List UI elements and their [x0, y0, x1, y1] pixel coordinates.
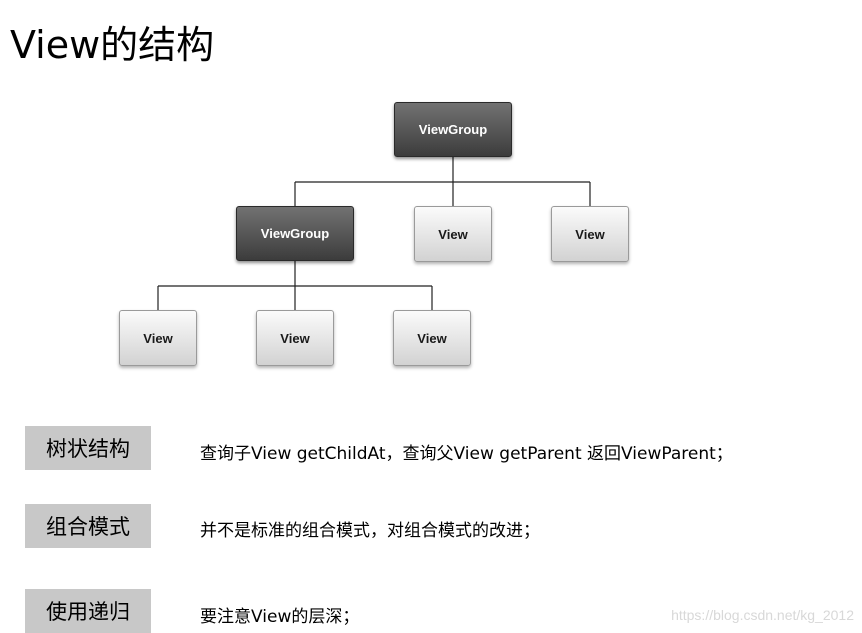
composite-pattern-description: 并不是标准的组合模式，对组合模式的改进； — [200, 521, 540, 541]
page-title: View的结构 — [10, 23, 215, 67]
tree-structure-description: 查询子View getChildAt，查询父View getParent 返回V… — [200, 444, 733, 464]
recursion-description: 要注意View的层深； — [200, 607, 360, 627]
tree-structure-label: 树状结构 — [25, 426, 151, 470]
composite-pattern-label: 组合模式 — [25, 504, 151, 548]
child-view-node: View — [551, 206, 629, 262]
watermark: https://blog.csdn.net/kg_2012 — [671, 607, 854, 623]
child-view-node: View — [414, 206, 492, 262]
recursion-label: 使用递归 — [25, 589, 151, 633]
root-viewgroup-node: ViewGroup — [394, 102, 512, 157]
grandchild-view-node: View — [393, 310, 471, 366]
grandchild-view-node: View — [119, 310, 197, 366]
child-viewgroup-node: ViewGroup — [236, 206, 354, 261]
grandchild-view-node: View — [256, 310, 334, 366]
